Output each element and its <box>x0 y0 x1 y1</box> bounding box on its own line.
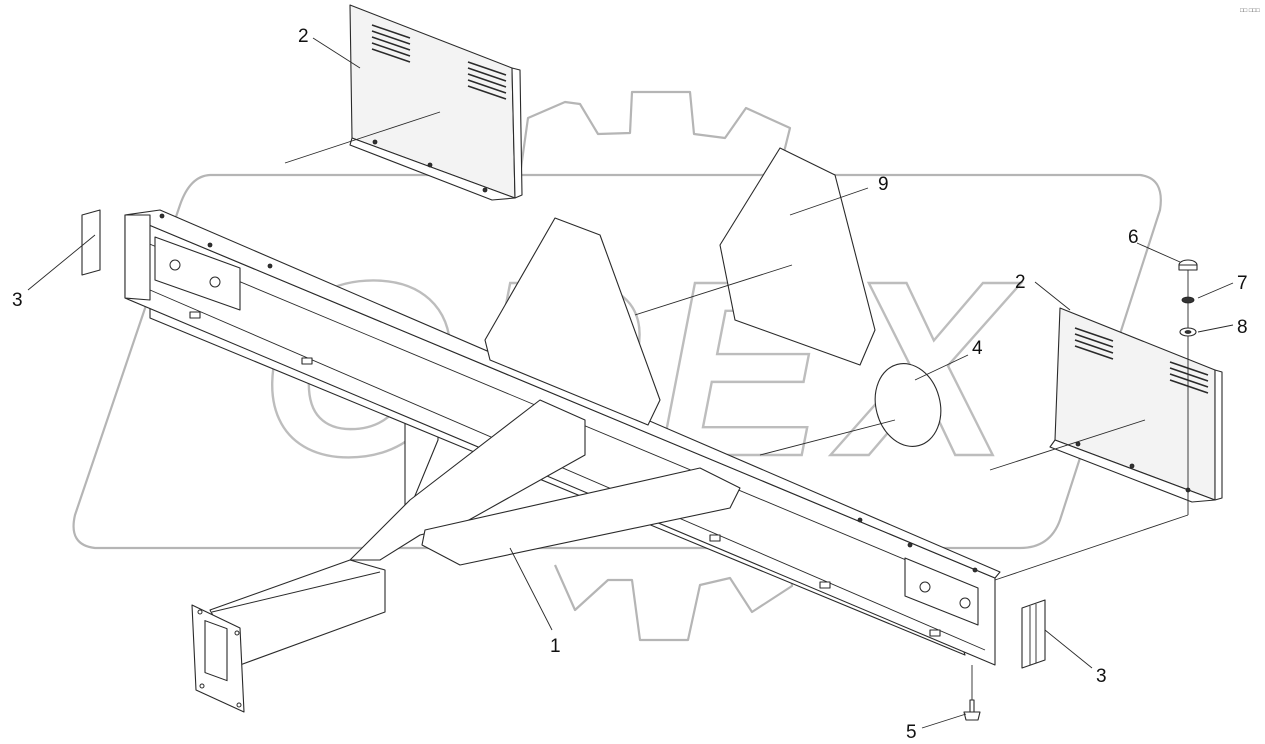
cover-panel-right-part <box>989 307 1223 503</box>
callout-5: 5 <box>906 722 917 743</box>
vent-slots-right-icon <box>1074 327 1209 394</box>
watermark-gear-bottom-icon <box>553 547 794 642</box>
vent-slots-icon <box>371 24 507 100</box>
callout-6: 6 <box>1128 227 1139 248</box>
callout-7: 7 <box>1237 273 1248 294</box>
watermark-gear-icon <box>518 90 792 176</box>
bolt-part <box>963 665 981 721</box>
nut-icon <box>1178 259 1198 271</box>
callout-leaders <box>27 37 1234 729</box>
reflector-strip-right-part <box>1021 599 1046 669</box>
disc-part <box>759 363 942 456</box>
callout-3-left: 3 <box>12 290 23 311</box>
callout-1: 1 <box>550 636 561 657</box>
callout-9: 9 <box>878 174 889 195</box>
lock-washer-icon <box>1179 327 1197 337</box>
watermark-plate-icon <box>72 173 1162 550</box>
cover-panel-upper-part <box>284 4 523 201</box>
bolt-icon <box>963 699 981 721</box>
callout-3-right: 3 <box>1096 666 1107 687</box>
callout-labels: 1 2 2 3 3 4 5 6 7 8 □□ □□□ <box>12 8 1260 743</box>
callout-2-upper: 2 <box>298 26 309 47</box>
main-frame-part <box>124 209 1001 713</box>
callout-8: 8 <box>1237 317 1248 338</box>
corner-mark: □□ □□□ <box>1240 8 1260 14</box>
triangular-plate-part <box>484 147 876 426</box>
reflector-strip-left-part <box>81 209 101 276</box>
callout-4: 4 <box>972 338 983 359</box>
fastener-stack-part <box>994 259 1198 581</box>
callout-2-right: 2 <box>1015 272 1026 293</box>
washer-icon <box>1181 296 1195 304</box>
